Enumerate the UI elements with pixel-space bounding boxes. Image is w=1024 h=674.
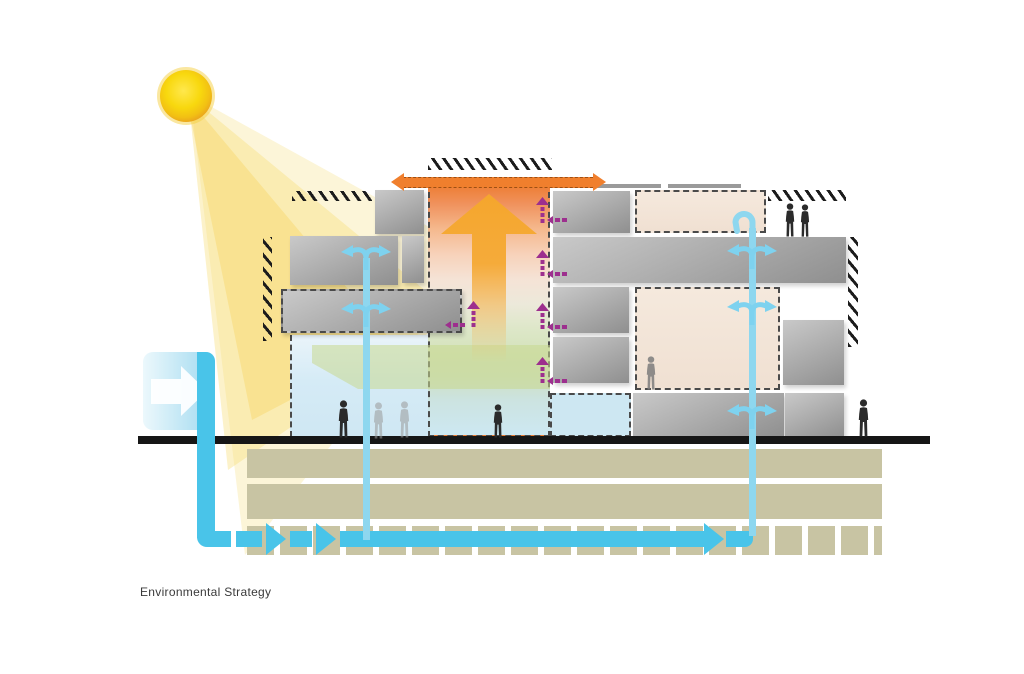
exhaust-dash-arrow-icon	[445, 321, 465, 329]
intake-arrow-icon	[151, 379, 181, 404]
supply-branch-arrows	[338, 301, 394, 327]
supply-riser-right	[749, 228, 756, 536]
person-silhouette	[371, 402, 386, 439]
person-silhouette	[397, 401, 412, 438]
roof-hatching-right	[768, 190, 846, 201]
exhaust-dash-arrow-icon	[547, 216, 567, 224]
ground-floor-space	[550, 393, 631, 437]
ground-duct-segment	[290, 531, 312, 547]
stack-effect-up-arrow	[441, 194, 537, 392]
building-slab-wide	[553, 237, 846, 283]
exhaust-up-arrow-icon	[536, 250, 549, 276]
sun-icon-core	[160, 70, 212, 122]
building-block	[633, 393, 784, 437]
earth-band-upper	[247, 449, 882, 478]
person-silhouette	[856, 399, 871, 437]
roof-line	[668, 184, 741, 188]
wall-hatching-right	[848, 237, 858, 347]
earth-band-lower	[247, 484, 882, 519]
ground-duct-segment	[236, 531, 262, 547]
supply-branch-arrows	[338, 244, 394, 270]
supply-branch-arrows	[724, 403, 780, 429]
supply-branch-arrows	[724, 299, 780, 325]
duct-arrow-icon	[704, 523, 724, 555]
duct-arrow-icon	[316, 523, 336, 555]
ground-duct-segment	[726, 531, 753, 547]
roof-hatching-left	[292, 191, 372, 201]
building-block	[290, 236, 398, 285]
exhaust-up-arrow-icon	[536, 357, 549, 383]
exhaust-up-arrow-icon	[467, 301, 480, 327]
exhaust-dash-arrow-icon	[547, 270, 567, 278]
roof-line	[590, 184, 661, 188]
exhaust-dash-arrow-icon	[547, 377, 567, 385]
exhaust-arrow-left-icon	[391, 173, 404, 191]
riser-hook-outlet	[732, 211, 756, 241]
building-block	[553, 191, 630, 233]
person-silhouette	[336, 400, 351, 438]
building-block	[402, 236, 424, 283]
ground-line	[138, 436, 930, 444]
person-silhouette	[491, 404, 505, 438]
intake-elbow	[197, 531, 231, 547]
person-silhouette	[783, 203, 797, 237]
supply-branch-arrows	[724, 243, 780, 269]
roof-hatching-chimney	[428, 158, 552, 170]
building-block	[553, 337, 629, 383]
exhaust-dash-arrow-icon	[547, 323, 567, 331]
building-block	[783, 320, 844, 385]
intake-down-pipe	[197, 352, 215, 538]
exhaust-up-arrow-icon	[536, 303, 549, 329]
exhaust-up-arrow-icon	[536, 197, 549, 223]
wall-hatching-left	[263, 237, 272, 341]
building-block	[785, 393, 844, 437]
supply-riser-left	[363, 258, 370, 540]
building-slab	[281, 289, 462, 333]
person-silhouette	[644, 356, 658, 390]
building-block	[375, 190, 424, 234]
ground-duct-run	[340, 531, 704, 547]
diagram-caption: Environmental Strategy	[140, 585, 272, 599]
person-silhouette	[798, 204, 812, 237]
duct-arrow-icon	[266, 523, 286, 555]
roof-exhaust-bar	[403, 177, 593, 188]
exhaust-arrow-right-icon	[593, 173, 606, 191]
